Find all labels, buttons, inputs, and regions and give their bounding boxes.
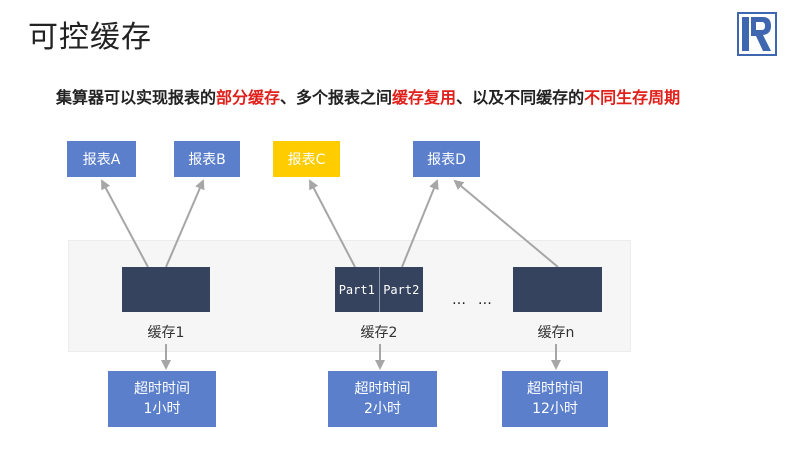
cache-2-block: Part1 Part2	[335, 267, 423, 312]
timeout-3-title: 超时时间	[527, 381, 583, 397]
cache-part-1: Part1	[335, 267, 380, 312]
cache-2-label: 缓存2	[360, 325, 398, 341]
arrow-cache1-to-reportB	[165, 179, 205, 268]
report-d: 报表D	[413, 141, 480, 177]
timeout-1-title: 超时时间	[134, 381, 190, 397]
ellipsis: … …	[452, 292, 493, 308]
report-b: 报表B	[174, 141, 240, 177]
subtitle-text-1: 集算器可以实现报表的	[56, 88, 217, 107]
cache-1-label: 缓存1	[147, 325, 185, 341]
timeout-box-2: 超时时间 2小时	[328, 371, 437, 427]
cache-1-block	[122, 267, 210, 312]
arrow-cache2-to-reportC	[309, 179, 356, 268]
timeout-2-title: 超时时间	[354, 381, 411, 397]
report-a: 报表A	[67, 141, 136, 177]
cache-n-block	[513, 267, 602, 312]
timeout-2-value: 2小时	[364, 401, 401, 417]
subtitle-highlight-lifecycle: 不同生存周期	[584, 88, 681, 107]
subtitle: 集算器可以实现报表的部分缓存、多个报表之间缓存复用、以及不同缓存的不同生存周期	[56, 84, 680, 108]
arrow-cachen-to-reportD	[453, 179, 559, 268]
timeout-3-value: 12小时	[532, 401, 578, 417]
page-title: 可控缓存	[28, 20, 152, 55]
timeout-box-1: 超时时间 1小时	[108, 371, 216, 427]
subtitle-highlight-cache-reuse: 缓存复用	[392, 88, 457, 107]
subtitle-text-3: 、以及不同缓存的	[456, 88, 585, 107]
cache-n-label: 缓存n	[537, 325, 575, 341]
arrow-cache2-to-reportD	[401, 179, 439, 268]
logo-icon	[737, 12, 777, 56]
cache-part-2: Part2	[383, 282, 420, 297]
timeout-1-value: 1小时	[143, 401, 181, 417]
subtitle-text-2: 、多个报表之间	[280, 88, 393, 107]
subtitle-highlight-partial-cache: 部分缓存	[216, 88, 281, 107]
timeout-box-3: 超时时间 12小时	[502, 371, 608, 427]
arrow-cache1-to-reportA	[101, 179, 149, 268]
report-c: 报表C	[273, 141, 340, 177]
